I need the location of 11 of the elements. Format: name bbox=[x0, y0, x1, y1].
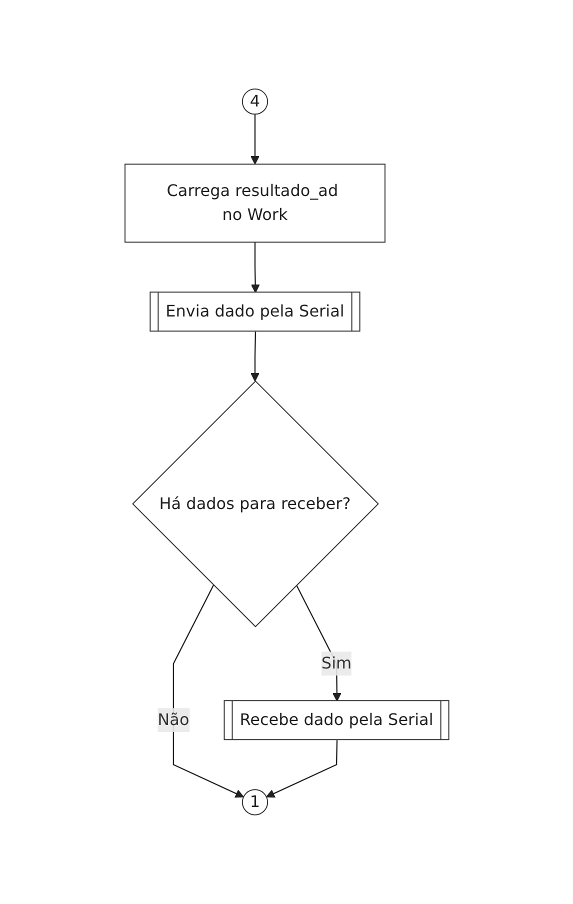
arrow bbox=[250, 332, 259, 382]
node-circle: 4 bbox=[242, 88, 268, 115]
node-box: Carrega resultado_ad no Work bbox=[124, 164, 386, 243]
edge-label: Sim bbox=[321, 654, 352, 673]
arrow bbox=[172, 584, 244, 798]
node-circle: 1 bbox=[242, 789, 268, 816]
edge-label: Não bbox=[157, 710, 189, 730]
arrow bbox=[266, 740, 338, 798]
arrow bbox=[250, 242, 260, 294]
node-diamond: Há dados para receber? bbox=[132, 380, 379, 628]
arrow bbox=[250, 114, 259, 165]
